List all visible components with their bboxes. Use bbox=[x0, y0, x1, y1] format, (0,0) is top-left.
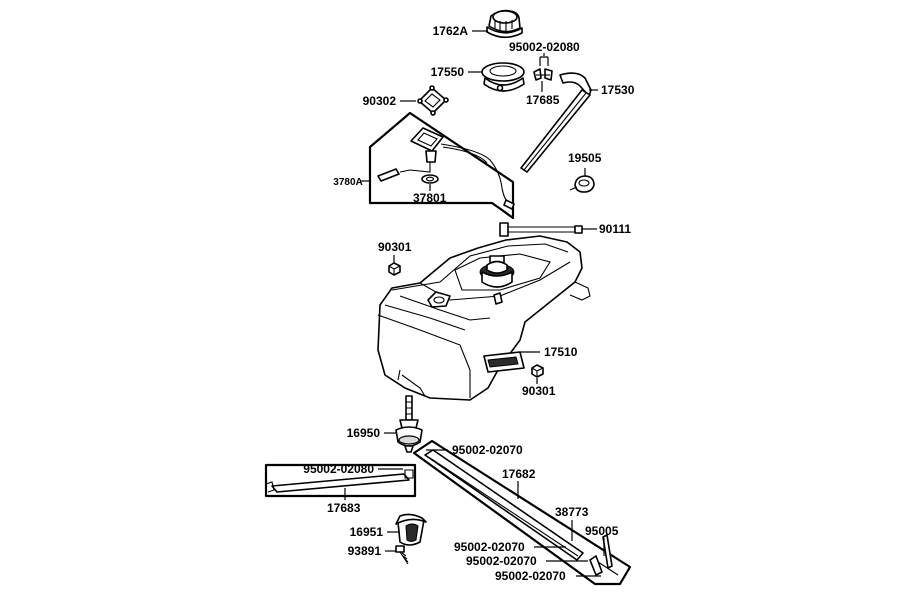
label-90111: 90111 bbox=[599, 222, 631, 236]
label-93891: 93891 bbox=[348, 544, 382, 558]
hose-17683-group-box bbox=[264, 463, 417, 498]
label-17550: 17550 bbox=[431, 65, 465, 79]
label-17683: 17683 bbox=[327, 501, 361, 515]
fuel-filter-part bbox=[395, 513, 427, 546]
breather-hose-part bbox=[520, 72, 592, 173]
fuel-hose-17682-part bbox=[424, 449, 619, 576]
bolt-part bbox=[499, 222, 583, 237]
fuel-level-sender-part bbox=[377, 127, 515, 210]
label-38773: 38773 bbox=[555, 505, 589, 519]
label-95002-02070-d: 95002-02070 bbox=[495, 569, 566, 583]
hose-17682-group-box bbox=[412, 439, 632, 586]
label-90301-bottom: 90301 bbox=[522, 384, 556, 398]
label-95002-02070-a: 95002-02070 bbox=[452, 443, 523, 457]
sender-gasket-part bbox=[421, 174, 439, 184]
label-95002-02080-left: 95002-02080 bbox=[303, 462, 374, 476]
label-3780A: 3780A bbox=[333, 177, 362, 188]
label-95002-02070-c: 95002-02070 bbox=[466, 554, 537, 568]
label-17682: 17682 bbox=[502, 467, 536, 481]
label-95002-02080-top: 95002-02080 bbox=[509, 40, 580, 54]
label-17510: 17510 bbox=[544, 345, 578, 359]
label-90301-top: 90301 bbox=[378, 240, 412, 254]
fuel-hose-17683-part bbox=[265, 469, 414, 493]
label-95005: 95005 bbox=[585, 524, 619, 538]
screw-part bbox=[395, 545, 409, 565]
mounting-plate-part bbox=[417, 85, 449, 116]
fuel-cock-part bbox=[395, 395, 423, 453]
fuel-sender-group-box bbox=[368, 111, 515, 220]
label-37801: 37801 bbox=[413, 191, 447, 205]
label-16951: 16951 bbox=[350, 525, 384, 539]
label-16950: 16950 bbox=[347, 426, 381, 440]
hose-clamp-pair bbox=[533, 68, 553, 81]
nut-bottom-part bbox=[531, 364, 544, 378]
label-95002-02070-b: 95002-02070 bbox=[454, 540, 525, 554]
label-17530: 17530 bbox=[601, 83, 635, 97]
nut-top-part bbox=[388, 262, 401, 276]
gasket-ring-part bbox=[481, 62, 525, 92]
fuel-cap-part bbox=[486, 9, 523, 39]
label-19505: 19505 bbox=[568, 151, 602, 165]
leader-95002-02080-top bbox=[539, 53, 549, 66]
hose-clip-part bbox=[569, 175, 595, 193]
label-90302: 90302 bbox=[363, 94, 397, 108]
label-17685: 17685 bbox=[526, 93, 560, 107]
fuel-tank-part bbox=[377, 235, 591, 401]
label-1762A: 1762A bbox=[433, 24, 469, 38]
